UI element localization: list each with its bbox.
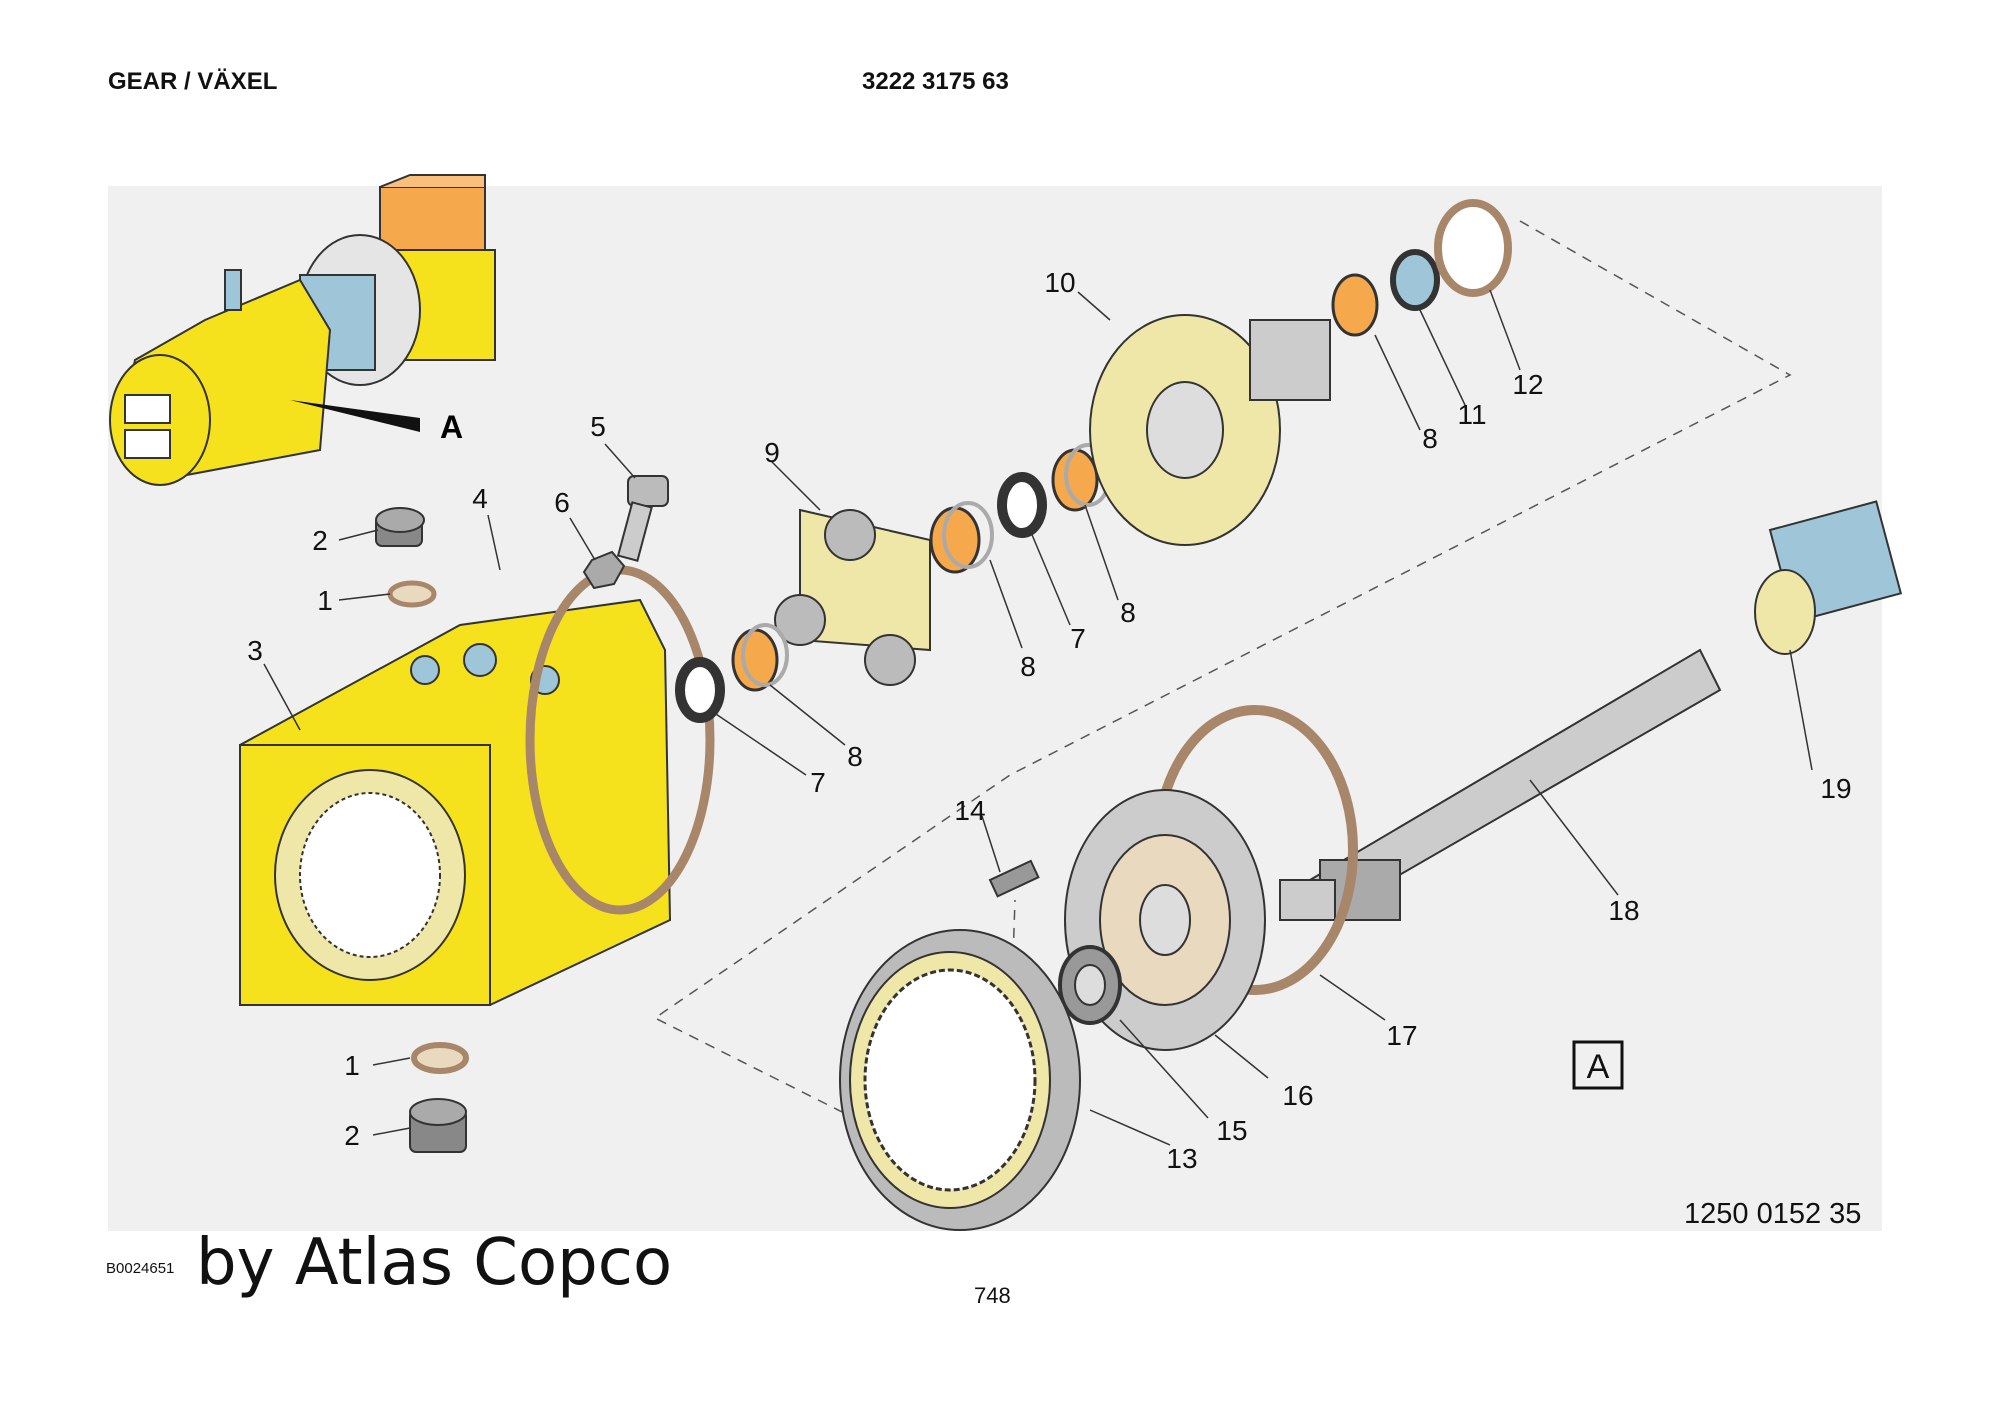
callout-8-top: 8 bbox=[1422, 423, 1438, 454]
callout-12: 12 bbox=[1512, 369, 1543, 400]
callout-8-mid: 8 bbox=[1020, 651, 1036, 682]
thrust-washer-mid bbox=[997, 472, 1047, 538]
nut bbox=[582, 550, 626, 590]
callout-9: 9 bbox=[764, 437, 780, 468]
output-carrier bbox=[1089, 314, 1331, 546]
callout-1-top: 1 bbox=[317, 585, 333, 616]
callout-14: 14 bbox=[954, 795, 985, 826]
figure-code: B0024651 bbox=[106, 1260, 175, 1277]
inset-assembly bbox=[109, 174, 496, 486]
plug-top bbox=[375, 507, 425, 547]
assembly-outline bbox=[653, 220, 1792, 1122]
callout-3: 3 bbox=[247, 635, 263, 666]
callout-7-mid: 7 bbox=[1070, 623, 1086, 654]
callout-11: 11 bbox=[1457, 399, 1486, 430]
callout-13: 13 bbox=[1166, 1143, 1197, 1174]
needle-bearing-top bbox=[1331, 273, 1379, 337]
part-number: 3222 3175 63 bbox=[862, 68, 1009, 95]
callout-15: 15 bbox=[1216, 1115, 1247, 1146]
callout-17: 17 bbox=[1386, 1020, 1417, 1051]
planet-carrier bbox=[774, 508, 931, 686]
callout-4: 4 bbox=[472, 483, 488, 514]
end-cover bbox=[1064, 789, 1266, 1051]
shim-ring bbox=[1434, 199, 1512, 297]
page-title: GEAR / VÄXEL bbox=[108, 68, 278, 95]
plug-bottom bbox=[409, 1098, 467, 1153]
drawing-number: 1250 0152 35 bbox=[1684, 1198, 1862, 1230]
callout-10: 10 bbox=[1044, 267, 1075, 298]
input-shaft bbox=[1279, 648, 1722, 921]
callout-6: 6 bbox=[554, 487, 570, 518]
thrust-washer-left bbox=[675, 657, 725, 723]
screw bbox=[988, 859, 1040, 898]
callout-8-right: 8 bbox=[1120, 597, 1136, 628]
callout-19: 19 bbox=[1820, 773, 1851, 804]
washer-bottom bbox=[411, 1042, 469, 1074]
leader-lines bbox=[263, 289, 1813, 1146]
ball-bearing bbox=[1058, 945, 1122, 1025]
view-marker-box bbox=[1572, 1040, 1624, 1090]
callout-1-bottom: 1 bbox=[344, 1050, 360, 1081]
bolt bbox=[616, 475, 669, 562]
watermark-text: by Atlas Copco bbox=[196, 1226, 673, 1300]
washer-top bbox=[387, 580, 437, 608]
callout-16: 16 bbox=[1282, 1080, 1313, 1111]
needle-bearing-mid bbox=[929, 501, 994, 574]
callout-18: 18 bbox=[1608, 895, 1639, 926]
page-number: 748 bbox=[974, 1283, 1011, 1308]
callout-7-left: 7 bbox=[810, 767, 826, 798]
callout-5: 5 bbox=[590, 411, 606, 442]
gear-housing bbox=[239, 598, 672, 1007]
ring-gear bbox=[839, 929, 1081, 1231]
coupling-sleeve bbox=[1754, 500, 1903, 655]
needle-bearing-left bbox=[731, 623, 789, 692]
view-marker: A bbox=[1587, 1048, 1610, 1086]
callout-2-top: 2 bbox=[312, 525, 328, 556]
callout-2-bottom: 2 bbox=[344, 1120, 360, 1151]
ball-bearing-top bbox=[1390, 249, 1440, 311]
callout-8-left: 8 bbox=[847, 741, 863, 772]
inset-marker: A bbox=[440, 409, 463, 445]
